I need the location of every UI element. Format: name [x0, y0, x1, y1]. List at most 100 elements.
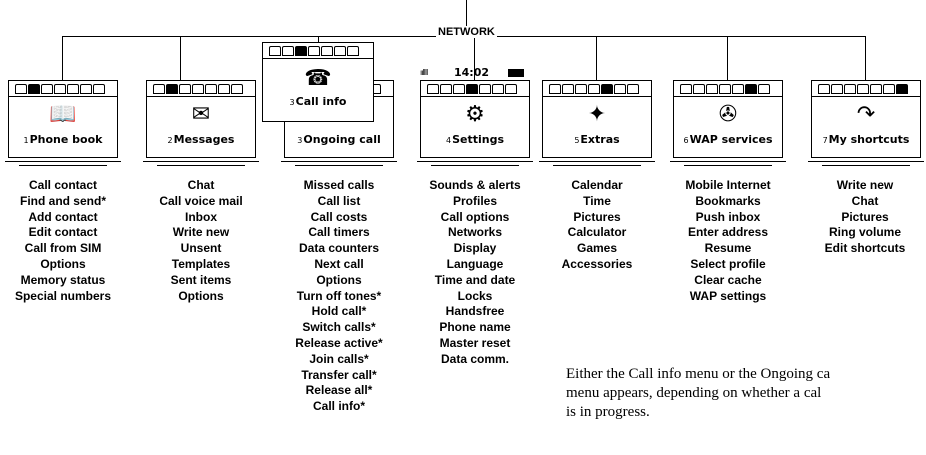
tab-strip	[269, 46, 359, 58]
list-item[interactable]: Write new	[836, 178, 894, 192]
envelope-icon: ✉	[191, 102, 211, 127]
menu-screen-phone-book[interactable]: 📖 1Phone book	[5, 80, 121, 166]
list-item[interactable]: Handsfree	[445, 304, 505, 319]
menu-screen-settings[interactable]: ⚙ 4Settings	[417, 80, 533, 166]
list-item[interactable]: Call list	[317, 193, 361, 208]
list-item[interactable]: Unsent	[180, 241, 222, 256]
list-item[interactable]: Push inbox	[695, 209, 761, 224]
submenu-wap-services: Mobile Internet Bookmarks Push inbox Ent…	[668, 178, 788, 304]
list-item[interactable]: Language	[446, 256, 504, 271]
menu-screen-messages[interactable]: ✉ 2Messages	[143, 80, 259, 166]
menu-screen-my-shortcuts[interactable]: ↷ 7My shortcuts	[808, 80, 924, 166]
menu-title: 3Ongoing call	[297, 133, 381, 146]
list-item[interactable]: Sent items	[170, 272, 232, 287]
menu-title: 4Settings	[445, 133, 505, 146]
tab-strip	[15, 84, 105, 96]
list-item[interactable]: Inbox	[185, 209, 217, 224]
list-item[interactable]: Calculator	[567, 225, 627, 240]
clock-time: 14:02	[454, 66, 490, 79]
phone-book-icon: 📖	[49, 102, 77, 127]
call-info-note: Either the Call info menu or the Ongoing…	[566, 366, 831, 420]
list-item[interactable]: Special numbers	[14, 288, 112, 303]
list-item[interactable]: Select profile	[690, 256, 766, 271]
list-item[interactable]: Call timers	[308, 225, 370, 240]
list-item[interactable]: Time	[583, 193, 611, 208]
tab-strip	[680, 84, 770, 96]
list-item[interactable]: Enter address	[687, 225, 769, 240]
network-label: NETWORK	[436, 26, 497, 38]
submenu-my-shortcuts: Write new Chat Pictures Ring volume Edit…	[806, 178, 924, 257]
list-item[interactable]: Find and send*	[19, 193, 106, 208]
list-item[interactable]: Next call	[314, 256, 364, 271]
list-item[interactable]: Chat	[187, 178, 215, 192]
menu-screen-wap-services[interactable]: ✇ 6WAP services	[670, 80, 786, 166]
list-item[interactable]: Call costs	[310, 209, 368, 224]
list-item[interactable]: Switch calls*	[302, 320, 376, 335]
list-item[interactable]: Call options	[440, 209, 510, 224]
list-item[interactable]: Release all*	[305, 383, 373, 398]
submenu-settings: Sounds & alerts Profiles Call options Ne…	[412, 178, 538, 368]
menu-title: 7My shortcuts	[822, 133, 910, 146]
list-item[interactable]: Data comm.	[440, 351, 510, 366]
list-item[interactable]: Transfer call*	[301, 367, 377, 382]
list-item[interactable]: Time and date	[434, 272, 516, 287]
list-item[interactable]: Chat	[851, 193, 879, 208]
menu-title: 3Call info	[289, 95, 347, 108]
battery-icon	[508, 69, 524, 77]
settings-icon: ⚙	[465, 102, 485, 127]
list-item[interactable]: Master reset	[439, 335, 511, 350]
list-item[interactable]: Call voice mail	[159, 193, 243, 208]
list-item[interactable]: Edit shortcuts	[824, 241, 906, 256]
list-item[interactable]: Turn off tones*	[296, 288, 382, 303]
menu-title: 5Extras	[574, 133, 620, 146]
list-item[interactable]: WAP settings	[689, 288, 767, 303]
status-bar: ııllll 14:02	[420, 66, 526, 79]
list-item[interactable]: Edit contact	[28, 225, 98, 240]
list-item[interactable]: Call from SIM	[24, 241, 102, 256]
tab-strip	[818, 84, 908, 96]
list-item[interactable]: Options	[178, 288, 224, 303]
list-item[interactable]: Pictures	[573, 209, 621, 224]
list-item[interactable]: Clear cache	[694, 272, 762, 287]
list-item[interactable]: Data counters	[298, 241, 380, 256]
list-item[interactable]: Display	[453, 241, 497, 256]
list-item[interactable]: Phone name	[439, 320, 511, 335]
extras-icon: ✦	[587, 102, 607, 127]
list-item[interactable]: Release active*	[295, 335, 383, 350]
list-item[interactable]: Games	[576, 241, 618, 256]
list-item[interactable]: Hold call*	[311, 304, 367, 319]
list-item[interactable]: Missed calls	[303, 178, 375, 192]
tab-strip	[427, 84, 517, 96]
list-item[interactable]: Networks	[447, 225, 503, 240]
list-item[interactable]: Pictures	[841, 209, 889, 224]
list-item[interactable]: Profiles	[452, 193, 497, 208]
list-item[interactable]: Call contact	[28, 178, 97, 192]
call-info-phone-icon: ☎	[304, 66, 332, 91]
list-item[interactable]: Memory status	[20, 272, 106, 287]
list-item[interactable]: Sounds & alerts	[429, 178, 521, 192]
tab-strip	[549, 84, 639, 96]
menu-title: 6WAP services	[683, 133, 773, 146]
list-item[interactable]: Ring volume	[828, 225, 901, 240]
menu-title: 1Phone book	[23, 133, 103, 146]
list-item[interactable]: Resume	[704, 241, 752, 256]
menu-screen-extras[interactable]: ✦ 5Extras	[539, 80, 655, 166]
menu-screen-call-info[interactable]: ☎ 3Call info	[262, 42, 374, 122]
list-item[interactable]: Accessories	[561, 256, 633, 271]
list-item[interactable]: Join calls*	[309, 351, 369, 366]
list-item[interactable]: Mobile Internet	[685, 178, 771, 192]
list-item[interactable]: Templates	[171, 256, 231, 271]
signal-strength-icon: ııllll	[420, 68, 428, 77]
list-item[interactable]: Write new	[172, 225, 230, 240]
submenu-phone-book: Call contact Find and send* Add contact …	[8, 178, 118, 304]
list-item[interactable]: Calendar	[571, 178, 623, 192]
list-item[interactable]: Bookmarks	[695, 193, 761, 208]
list-item[interactable]: Locks	[457, 288, 493, 303]
submenu-ongoing-call: Missed calls Call list Call costs Call t…	[284, 178, 394, 415]
list-item[interactable]: Call info*	[312, 399, 365, 414]
list-item[interactable]: Add contact	[28, 209, 98, 224]
list-item[interactable]: Options	[40, 256, 86, 271]
list-item[interactable]: Options	[316, 272, 362, 287]
wap-globe-icon: ✇	[718, 102, 738, 127]
tab-strip	[153, 84, 243, 96]
